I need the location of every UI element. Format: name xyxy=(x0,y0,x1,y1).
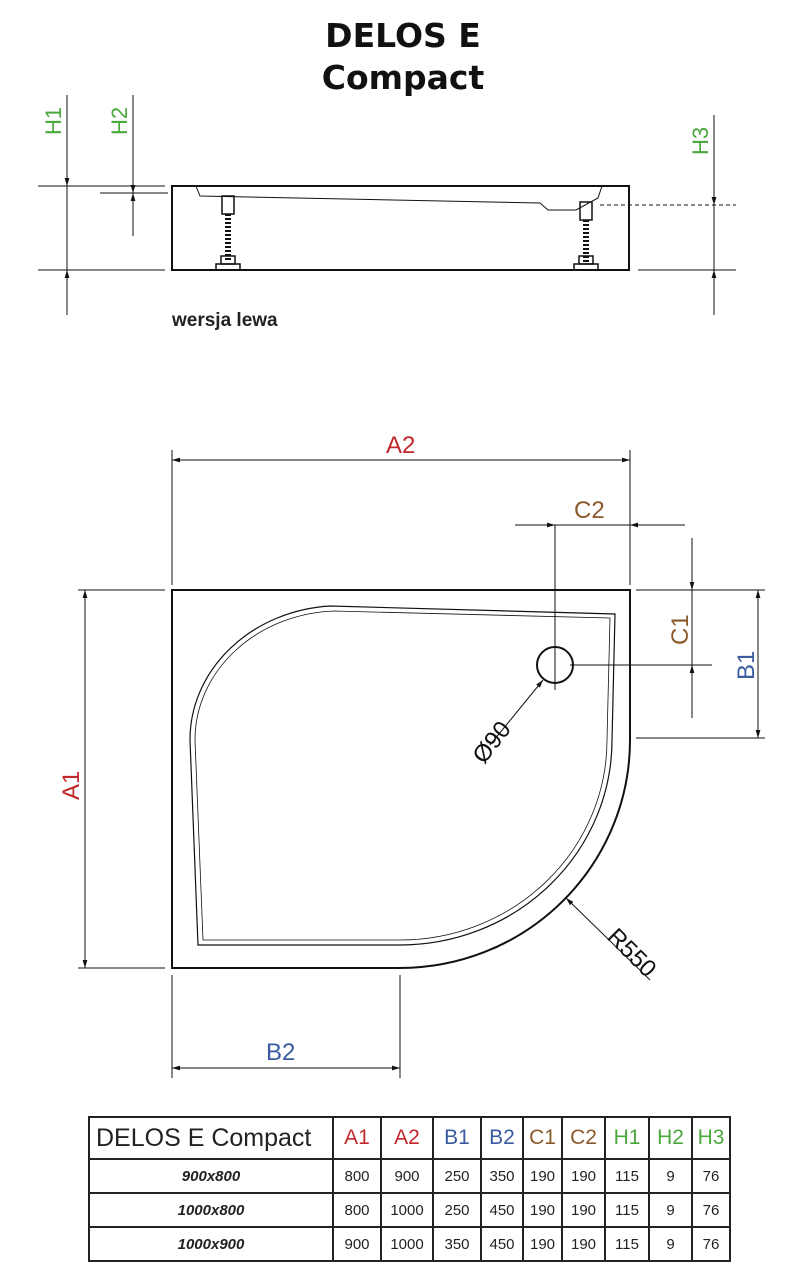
table-product-name: DELOS E Compact xyxy=(88,1116,334,1160)
cell: 350 xyxy=(480,1158,524,1194)
version-label: wersja lewa xyxy=(172,310,278,331)
cell: 450 xyxy=(480,1226,524,1262)
label-h3: H3 xyxy=(688,127,713,155)
cell: 900 xyxy=(332,1226,382,1262)
cell: 190 xyxy=(522,1192,563,1228)
cell: 250 xyxy=(432,1158,482,1194)
cell: 76 xyxy=(691,1192,731,1228)
label-a2: A2 xyxy=(386,432,415,459)
header-cell: H2 xyxy=(648,1116,693,1160)
label-c1: C1 xyxy=(667,614,694,645)
header-cell: B1 xyxy=(432,1116,482,1160)
cell: 900 xyxy=(380,1158,434,1194)
cell: 1000 xyxy=(380,1226,434,1262)
header-cell: C2 xyxy=(561,1116,606,1160)
label-c2: C2 xyxy=(574,497,605,524)
cell: 190 xyxy=(561,1192,606,1228)
label-b1: B1 xyxy=(733,651,760,680)
cell: 1000 xyxy=(380,1192,434,1228)
row-label: 1000x900 xyxy=(88,1226,334,1262)
tray-inner-basin xyxy=(189,605,616,946)
header-cell: B2 xyxy=(480,1116,524,1160)
cell: 350 xyxy=(432,1226,482,1262)
cell: 115 xyxy=(604,1158,650,1194)
leveling-foot-left xyxy=(215,195,241,271)
cell: 190 xyxy=(522,1158,563,1194)
label-b2: B2 xyxy=(266,1039,295,1066)
leveling-foot-right xyxy=(573,201,599,271)
side-view xyxy=(38,95,736,315)
cell: 800 xyxy=(332,1158,382,1194)
label-radius: R550 xyxy=(602,923,662,983)
row-label: 900x800 xyxy=(88,1158,334,1194)
label-h2: H2 xyxy=(107,107,132,135)
label-drain-diameter: Ø90 xyxy=(467,716,516,768)
label-h1: H1 xyxy=(41,107,66,135)
cell: 76 xyxy=(691,1226,731,1262)
cell: 450 xyxy=(480,1192,524,1228)
cell: 190 xyxy=(522,1226,563,1262)
technical-drawing: H1 H2 H3 A2 A1 C2 C1 B1 B2 Ø90 R550 xyxy=(38,95,765,1078)
tray-outline xyxy=(171,589,631,969)
header-cell: C1 xyxy=(522,1116,563,1160)
cell: 250 xyxy=(432,1192,482,1228)
dimensions-table: DELOS E Compact A1 A2 B1 B2 C1 C2 H1 H2 … xyxy=(88,1116,731,1262)
header-cell: A2 xyxy=(380,1116,434,1160)
header-cell: A1 xyxy=(332,1116,382,1160)
cell: 115 xyxy=(604,1226,650,1262)
cell: 800 xyxy=(332,1192,382,1228)
cell: 190 xyxy=(561,1226,606,1262)
table-header-row: DELOS E Compact A1 A2 B1 B2 C1 C2 H1 H2 … xyxy=(88,1116,731,1160)
title-line-2: Compact xyxy=(321,58,485,97)
label-a1: A1 xyxy=(58,771,85,800)
title-line-1: DELOS E xyxy=(325,16,481,55)
cell: 9 xyxy=(648,1158,693,1194)
header-cell: H3 xyxy=(691,1116,731,1160)
cell: 9 xyxy=(648,1226,693,1262)
cell: 76 xyxy=(691,1158,731,1194)
cell: 115 xyxy=(604,1192,650,1228)
plan-view xyxy=(78,450,765,1078)
header-cell: H1 xyxy=(604,1116,650,1160)
cell: 190 xyxy=(561,1158,606,1194)
row-label: 1000x800 xyxy=(88,1192,334,1228)
cell: 9 xyxy=(648,1192,693,1228)
